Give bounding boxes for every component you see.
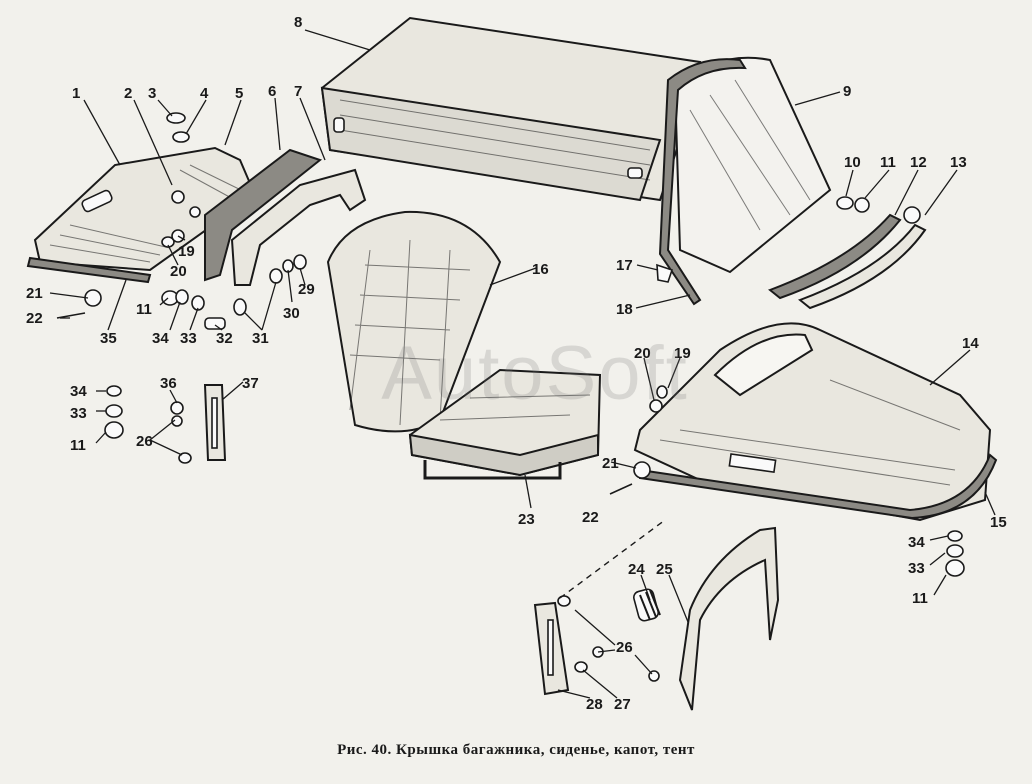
callout-numbers: 1 2 3 4 5 6 7 8 9 10 11 12 13 14 15 16 1… <box>26 14 1007 713</box>
callout-19b: 19 <box>674 345 691 362</box>
callout-15: 15 <box>990 514 1007 531</box>
callout-21a: 21 <box>26 285 43 302</box>
plate-37-drawing <box>203 384 227 461</box>
callout-1: 1 <box>72 85 80 102</box>
callout-33c: 33 <box>908 560 925 577</box>
tent-roof-drawing <box>320 16 702 202</box>
strap-drawing <box>768 206 927 310</box>
callout-22b: 22 <box>582 509 599 526</box>
callout-26b: 26 <box>616 639 633 656</box>
callout-21b: 21 <box>602 455 619 472</box>
callout-13: 13 <box>950 154 967 171</box>
seat-back-drawing <box>326 210 502 433</box>
callout-20b: 20 <box>634 345 651 362</box>
callout-8: 8 <box>294 14 302 31</box>
callout-33a: 33 <box>180 330 197 347</box>
callout-24: 24 <box>628 561 645 578</box>
callout-12: 12 <box>910 154 927 171</box>
callout-4: 4 <box>200 85 209 102</box>
callout-20a: 20 <box>170 263 187 280</box>
callout-19a: 19 <box>178 243 195 260</box>
callout-7: 7 <box>294 83 302 100</box>
windshield-drawing <box>658 56 832 306</box>
callout-34c: 34 <box>908 534 925 551</box>
callout-3: 3 <box>148 85 156 102</box>
leader-lines <box>49 29 996 699</box>
callout-5: 5 <box>235 85 243 102</box>
callout-27: 27 <box>614 696 631 713</box>
callout-11a: 11 <box>136 301 152 318</box>
callout-32: 32 <box>216 330 233 347</box>
callout-2: 2 <box>124 85 132 102</box>
callout-37: 37 <box>242 375 259 392</box>
hardware-pieces <box>56 112 965 682</box>
callout-28: 28 <box>586 696 603 713</box>
callout-9: 9 <box>843 83 851 100</box>
callout-18: 18 <box>616 301 633 318</box>
seat-frame-drawing <box>633 526 780 711</box>
bonnet-drawing <box>633 322 998 522</box>
trunk-lid-drawing <box>26 146 257 284</box>
callout-34a: 34 <box>152 330 169 347</box>
callout-11c: 11 <box>912 590 928 607</box>
callout-11b: 11 <box>70 437 86 454</box>
callout-10: 10 <box>844 154 861 171</box>
callout-35: 35 <box>100 330 117 347</box>
callout-36: 36 <box>160 375 177 392</box>
figure-caption: Рис. 40. Крышка багажника, сиденье, капо… <box>337 742 695 758</box>
callout-34b: 34 <box>70 383 87 400</box>
callout-16: 16 <box>532 261 549 278</box>
seat-cushion-drawing <box>408 368 602 480</box>
callout-6: 6 <box>268 83 276 100</box>
callout-33b: 33 <box>70 405 87 422</box>
callout-23: 23 <box>518 511 535 528</box>
callout-29: 29 <box>298 281 315 298</box>
callout-22a: 22 <box>26 310 43 327</box>
plate-28-drawing <box>533 601 570 696</box>
callout-31: 31 <box>252 330 269 347</box>
callout-17: 17 <box>616 257 633 274</box>
callout-25: 25 <box>656 561 673 578</box>
callout-14: 14 <box>962 335 979 352</box>
callout-11: 11 <box>880 154 896 171</box>
callout-30: 30 <box>283 305 300 322</box>
callout-26a: 26 <box>136 433 153 450</box>
hinge-brackets-drawing <box>204 148 367 286</box>
